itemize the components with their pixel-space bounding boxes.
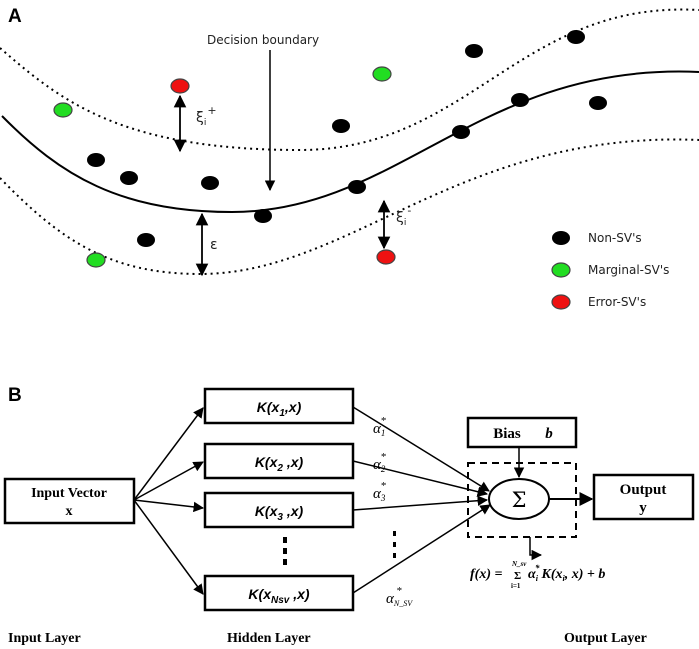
legend-marginal-sv-label: Marginal-SV's [588,263,669,277]
kernel-ellipsis [283,537,287,565]
alpha-ellipsis [393,531,396,558]
output-label: Output [620,482,667,498]
output-box [592,473,695,521]
marginal-sv-points [53,66,392,268]
non-sv-point [589,96,607,110]
bias-box [466,416,578,449]
non-sv-point [201,176,219,190]
non-sv-point [465,44,483,58]
non-sv-points [87,30,607,247]
arrow-input-to-kernel-3 [133,499,205,513]
summation-symbol: Σ [512,488,527,512]
kernel-label-1: K(x1,x) [257,399,302,419]
input-vector-label: Input Vector [31,486,107,501]
alpha-nsv: αN_SV* [386,585,413,608]
epsilon-label: ε [210,237,218,253]
legend-error-sv-label: Error-SV's [588,295,646,309]
xi-minus-label: ξi- [396,204,411,228]
non-sv-point [567,30,585,44]
marginal-sv-point [53,102,73,118]
legend-non-sv-label: Non-SV's [588,231,642,245]
arrow-input-to-kernel-nsv [133,499,204,595]
alpha-3: α3* [373,480,386,503]
output-var: y [639,500,647,516]
non-sv-point [452,125,470,139]
error-sv-point [376,249,396,265]
xi-plus-label: ξi+ [196,104,217,128]
non-sv-point [511,93,529,107]
legend: Non-SV's Marginal-SV's Error-SV's [551,231,669,310]
kernel-box-1 [203,387,355,425]
kernel-label-2: K(x2 ,x) [255,454,304,474]
legend-error-sv-marker [551,294,571,310]
kernel-box-nsv [203,574,355,612]
kernel-label-nsv: K(xNsv ,x) [248,586,309,606]
arrow-kernel-2-to-sum [352,460,489,497]
panel-a-label: A [8,6,22,27]
decision-boundary-label: Decision boundary [207,33,319,47]
arrow-kernel-1-to-sum [352,406,490,492]
formula-lower-limit: i=1 [511,582,521,590]
formula-sum: Σ [514,570,521,582]
error-sv-points [170,78,396,265]
formula-connector [529,537,543,561]
alpha-2: α2* [373,451,386,474]
panel-b: B Input Vector x K(x1,x) K(x2 ,x) K(x3 ,… [3,385,695,646]
legend-marginal-sv-marker [551,262,571,278]
panel-b-label: B [8,385,22,406]
arrow-kernel-3-to-sum [352,495,489,511]
formula-upper-limit: N_sv [511,560,527,568]
non-sv-point [137,233,155,247]
marginal-sv-point [86,252,106,268]
decision-boundary-line [1,70,699,214]
kernel-label-3: K(x3 ,x) [255,503,304,523]
arrow-input-to-kernel-1 [133,407,204,501]
arrow-input-to-kernel-2 [133,461,204,501]
marginal-sv-point [372,66,392,82]
non-sv-point [254,209,272,223]
formula-lhs: f(x) = [470,567,502,582]
bias-label: Bias [493,426,521,442]
input-layer-label: Input Layer [8,631,81,646]
alpha-1: α1* [373,415,386,438]
input-vector-var: x [66,504,73,519]
hidden-layer-label: Hidden Layer [227,631,311,646]
decision-function-formula: f(x) = N_sv Σ i=1 αi*K(xi, x) + b [470,560,605,590]
bias-var: b [545,426,553,442]
non-sv-point [120,171,138,185]
legend-non-sv-marker [552,231,570,245]
non-sv-point [348,180,366,194]
arrow-kernel-nsv-to-sum [352,504,491,594]
kernel-box-2 [203,442,355,480]
output-layer-label: Output Layer [564,631,647,646]
panel-a: A Decision boundary [0,6,699,310]
non-sv-point [332,119,350,133]
formula-term: αi*K(xi, x) + b [528,563,605,583]
error-sv-point [170,78,190,94]
non-sv-point [87,153,105,167]
